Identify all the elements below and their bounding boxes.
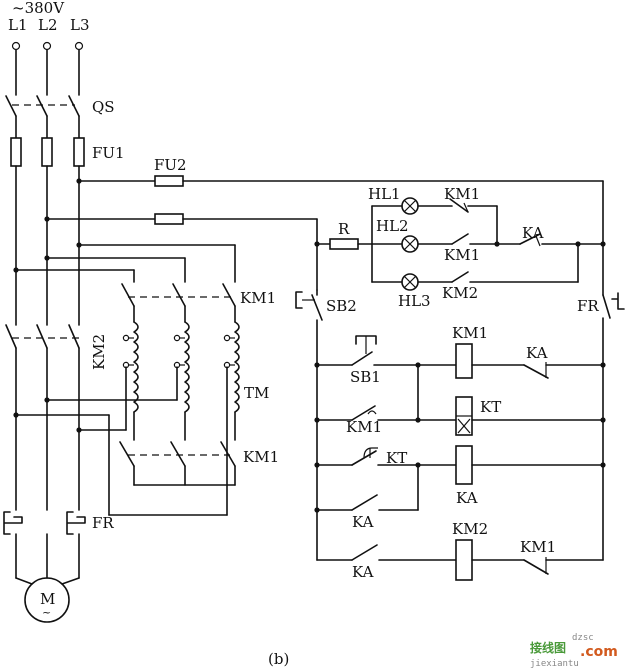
hl1-label: HL1: [368, 185, 401, 203]
kt-coil-label: KT: [480, 398, 501, 416]
km1-hl1-label: KM1: [444, 185, 480, 203]
watermark-url-top: dzsc: [572, 633, 594, 643]
row-km1-coil: [314, 335, 606, 379]
phase-l1-label: L1: [8, 16, 28, 34]
sb2-label: SB2: [326, 297, 357, 315]
km1-row5-label: KM1: [520, 538, 556, 556]
autotransformer-feeds: [13, 242, 236, 283]
sb2-stop-button: [295, 289, 323, 561]
sb1-label: SB1: [350, 368, 381, 386]
row-kt-coil: [314, 364, 606, 436]
fu2-label: FU2: [154, 156, 187, 174]
watermark-site-name: 接线图: [530, 640, 566, 655]
lamp-branches: [371, 197, 606, 291]
ka-r-label: KA: [522, 224, 544, 242]
motor-feed-lines: [13, 347, 228, 516]
watermark-url-bottom: jiexiantu: [530, 659, 579, 669]
km2-run-contacts: [5, 324, 80, 349]
row-km2-coil: [316, 539, 604, 581]
phase-l3-label: L3: [70, 16, 90, 34]
ka-row5-label: KA: [352, 563, 374, 581]
fr-overload-contact: [602, 292, 625, 561]
km1-bottom-label: KM1: [243, 448, 279, 466]
ka-coil-label: KA: [456, 489, 478, 507]
qs-isolator-switch: [5, 95, 80, 117]
kt-contact-label: KT: [386, 449, 407, 467]
qs-label: QS: [92, 98, 115, 116]
km1-hl2-label: KM1: [444, 246, 480, 264]
hl3-label: HL3: [398, 292, 431, 310]
phase-lines-top: [15, 49, 80, 96]
watermark-brand: .com: [580, 644, 618, 660]
ka-row4-label: KA: [352, 513, 374, 531]
fr-ctrl-label: FR: [577, 297, 599, 315]
tm-autotransformer: [122, 305, 240, 441]
hl2-label: HL2: [376, 217, 409, 235]
fu1-fuses: [10, 137, 85, 167]
figure-caption: (b): [268, 650, 289, 668]
row-ka-sealin: [314, 464, 419, 513]
resistor-junction: [314, 241, 320, 247]
supply-terminals: [11, 41, 84, 51]
km1-top-label: KM1: [240, 289, 276, 307]
row-ka-coil: [314, 445, 606, 485]
km1-aux-label: KM1: [346, 418, 382, 436]
resistor-r: [316, 238, 373, 250]
km2-coil-label: KM2: [452, 520, 488, 538]
motor-symbol: [15, 577, 80, 623]
phase-lines-mid: [15, 165, 80, 326]
supply-label: ~380V: [12, 0, 65, 17]
km1-coil-label: KM1: [452, 324, 488, 342]
ka-row1-label: KA: [526, 344, 548, 362]
km2-main-label: KM2: [90, 334, 108, 370]
fr-main-label: FR: [92, 514, 114, 532]
motor-label: M: [40, 590, 55, 608]
km1-top-contacts: [121, 283, 236, 307]
motor-ac-symbol: ~: [42, 606, 51, 619]
km2-hl3-label: KM2: [442, 284, 478, 302]
km1-bottom-contacts: [119, 441, 236, 486]
phase-lines-fuse: [15, 115, 80, 139]
phase-l2-label: L2: [38, 16, 58, 34]
control-supply-taps: [44, 175, 604, 296]
resistor-label: R: [338, 220, 350, 238]
fr-thermal-relay: [3, 511, 86, 579]
fu1-label: FU1: [92, 144, 125, 162]
tm-label: TM: [244, 384, 269, 402]
